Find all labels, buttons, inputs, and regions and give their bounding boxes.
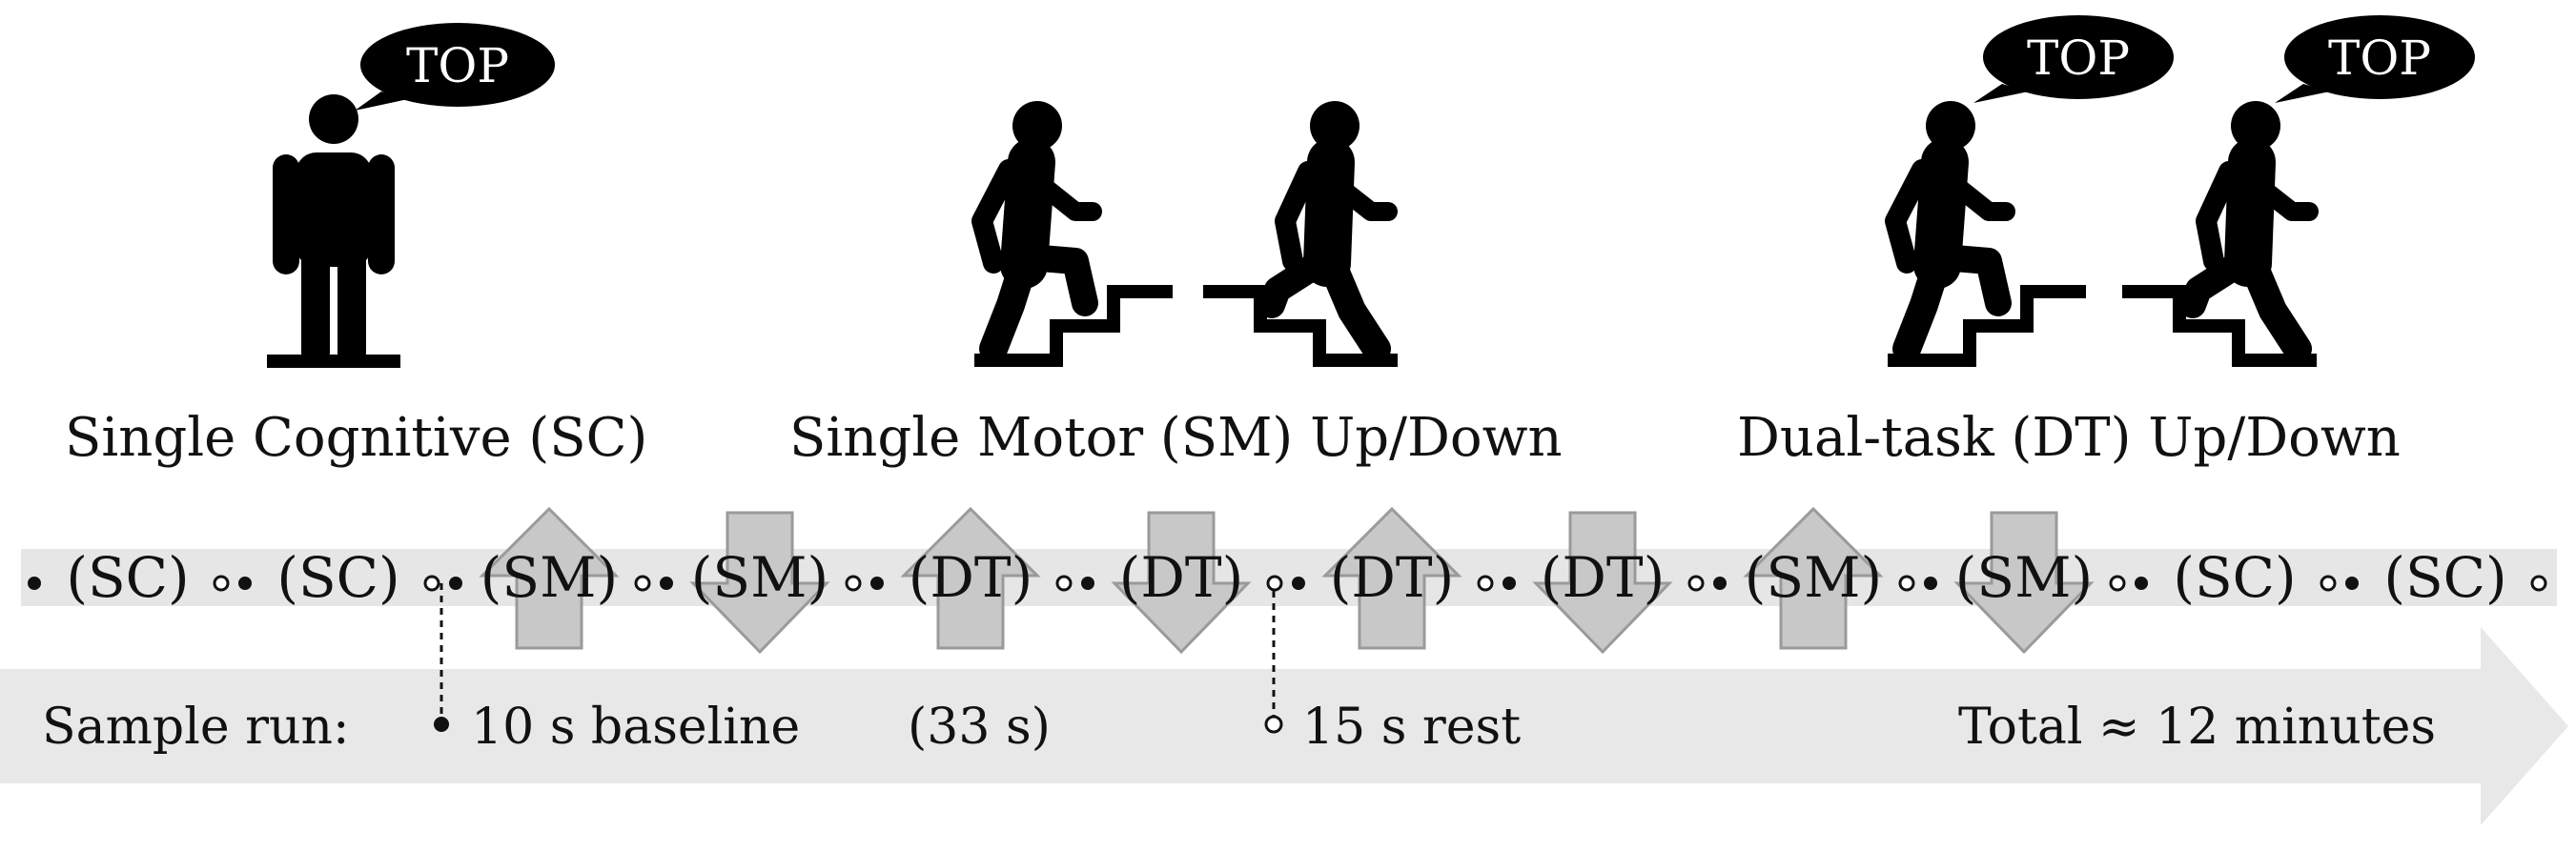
block-start-dot — [238, 577, 252, 590]
block-start-dot — [1081, 577, 1094, 590]
block-start-dot — [1503, 577, 1516, 590]
dual-task-stair-down-icon — [2122, 101, 2319, 367]
block-label: (SM) — [1955, 545, 2093, 610]
block-label: (SC) — [2383, 545, 2506, 610]
block-start-dot — [1924, 577, 1937, 590]
block-start-dot — [2135, 577, 2148, 590]
block-start-dot — [870, 577, 884, 590]
timeline-arrow — [0, 627, 2568, 825]
up-arrow-icon — [900, 506, 1041, 650]
block-end-dot — [845, 575, 862, 592]
block-label: (SC) — [66, 545, 189, 610]
block-start-dot — [1713, 577, 1727, 590]
block-end-dot — [1055, 575, 1073, 592]
block-label: (DT) — [1119, 545, 1243, 610]
down-arrow-icon — [1532, 511, 1673, 655]
block-end-dot — [423, 575, 440, 592]
block-end-dot — [213, 575, 230, 592]
stair-climbing-up-icon — [971, 101, 1173, 367]
speech-text-dt-left: TOP — [2027, 30, 2130, 86]
block-sequence: (SC) (SC) (SM) (SM) (DT) (DT) (DT) (DT) (SM) (SM)… — [28, 545, 2547, 610]
block-label: (DT) — [1330, 545, 1454, 610]
down-arrow-icon — [1111, 511, 1252, 655]
sample-run-label: Sample run: — [42, 699, 350, 756]
dual-task-stair-up-icon — [1885, 101, 2086, 367]
block-end-dot — [2530, 575, 2547, 592]
block-start-dot — [28, 577, 41, 590]
block-label: (DT) — [1541, 545, 1665, 610]
block-end-dot — [634, 575, 651, 592]
rest-label: 15 s rest — [1302, 699, 1521, 756]
block-duration-label: (33 s) — [908, 699, 1051, 756]
total-duration-label: Total ≈ 12 minutes — [1958, 699, 2436, 756]
up-arrow-icon — [479, 506, 620, 650]
block-end-dot — [1687, 575, 1705, 592]
sequence-band — [21, 549, 2557, 606]
block-label: (SM) — [480, 545, 618, 610]
direction-arrows — [479, 506, 2095, 655]
block-end-dot — [2320, 575, 2337, 592]
block-label: (SM) — [691, 545, 828, 610]
down-arrow-icon — [689, 511, 830, 655]
baseline-marker-dot — [434, 717, 449, 732]
down-arrow-icon — [1953, 511, 2095, 655]
speech-bubble-sc: TOP — [355, 23, 555, 111]
block-label: (DT) — [909, 545, 1032, 610]
block-end-dot — [1898, 575, 1915, 592]
speech-bubble-dt-left: TOP — [1973, 15, 2174, 103]
block-start-dot — [2345, 577, 2359, 590]
block-end-dot — [1266, 575, 1283, 592]
speech-text-sc: TOP — [406, 38, 509, 93]
rest-marker-dot — [1264, 715, 1283, 734]
caption-single-motor: Single Motor (SM) Up/Down — [789, 407, 1563, 469]
speech-text-dt-right: TOP — [2328, 30, 2431, 86]
block-start-dot — [449, 577, 462, 590]
block-end-dot — [2109, 575, 2126, 592]
baseline-label: 10 s baseline — [471, 699, 800, 756]
caption-dual-task: Dual-task (DT) Up/Down — [1737, 407, 2401, 469]
standing-person-icon — [267, 94, 400, 368]
block-label: (SM) — [1745, 545, 1882, 610]
up-arrow-icon — [1743, 506, 1884, 650]
up-arrow-icon — [1321, 506, 1462, 650]
block-start-dot — [660, 577, 673, 590]
speech-bubble-dt-right: TOP — [2275, 15, 2475, 103]
block-label: (SC) — [276, 545, 399, 610]
block-start-dot — [1292, 577, 1305, 590]
stair-climbing-down-icon — [1203, 101, 1398, 367]
block-label: (SC) — [2173, 545, 2296, 610]
block-end-dot — [1477, 575, 1494, 592]
caption-single-cognitive: Single Cognitive (SC) — [65, 407, 647, 469]
